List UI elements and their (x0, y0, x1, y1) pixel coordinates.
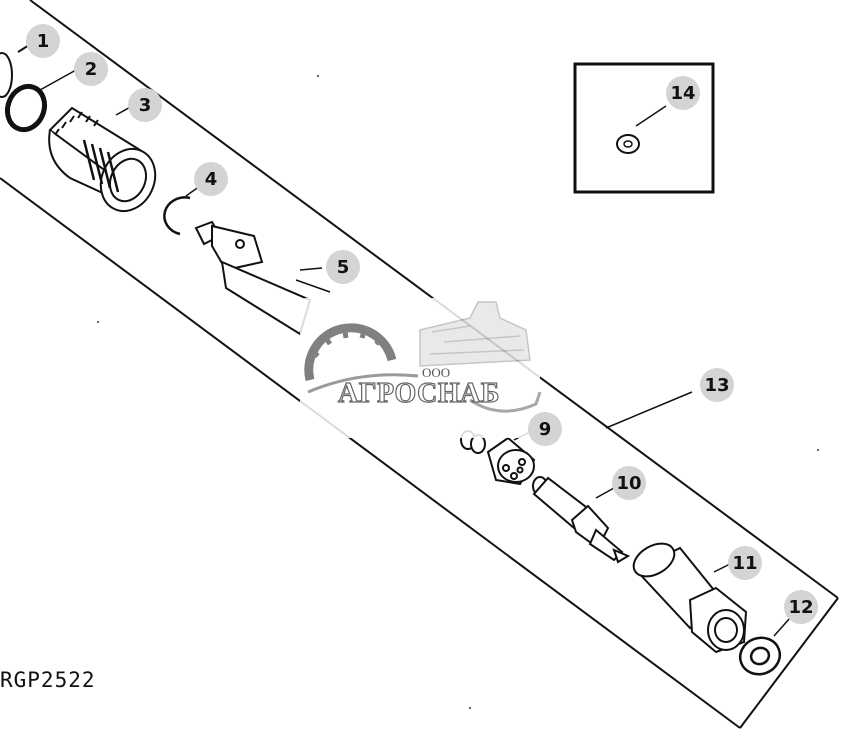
callout-11: 11 (728, 546, 762, 580)
part-2-o-ring (4, 69, 77, 133)
callout-2: 2 (74, 52, 108, 86)
part-12-seal-washer (738, 617, 791, 676)
callout-1: 1 (26, 24, 60, 58)
callout-10: 10 (612, 466, 646, 500)
callout-14: 14 (666, 76, 700, 110)
part-3-nozzle-nut (48, 104, 157, 213)
callout-5: 5 (326, 250, 360, 284)
part-9-intermediate-plate (460, 430, 536, 486)
part-13-leader (605, 391, 693, 429)
callout-4: 4 (194, 162, 228, 196)
part-10-nozzle-valve (532, 476, 631, 564)
part-4-retaining-ring (163, 185, 201, 236)
part-11-retaining-nut (632, 542, 748, 654)
scan-specks (97, 75, 819, 709)
inset-box (573, 62, 715, 194)
watermark-logo (300, 298, 542, 438)
callout-3: 3 (128, 88, 162, 122)
watermark-name: АГРОСНАБ (337, 377, 500, 409)
callout-9: 9 (528, 412, 562, 446)
part-5-holder-body (194, 220, 331, 336)
callout-13: 13 (700, 368, 734, 402)
figure-id-label: RGP2522 (0, 668, 96, 692)
callout-12: 12 (784, 590, 818, 624)
watermark-prefix: ООО (422, 365, 451, 380)
